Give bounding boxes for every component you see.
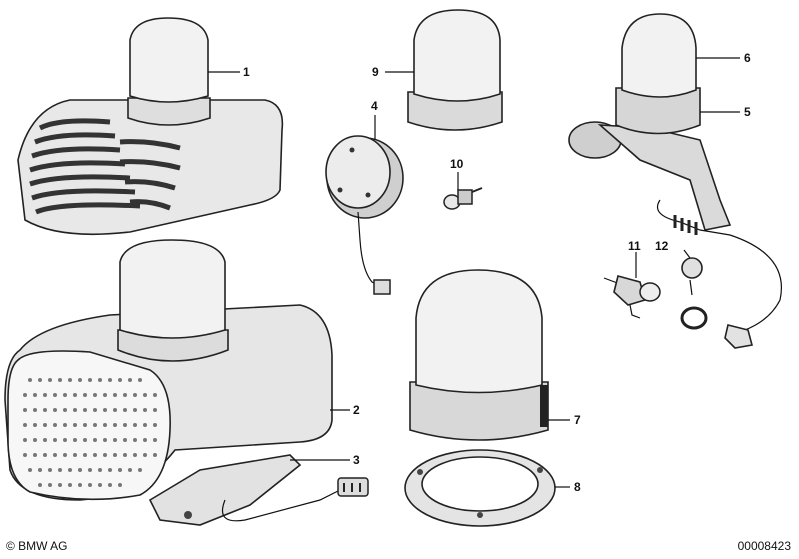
- part-8-mounting-ring: [404, 449, 556, 527]
- callout-7: 7: [574, 413, 581, 427]
- callout-3: 3: [353, 453, 360, 467]
- part-10-bulb: [443, 187, 483, 210]
- part-7-dome-beacon-with-base: [409, 269, 549, 441]
- callout-8: 8: [574, 480, 581, 494]
- part-12-cap: [680, 257, 708, 330]
- callout-4: 4: [371, 99, 378, 113]
- callout-12: 12: [655, 239, 669, 253]
- part-1-beacon-vented-housing: [17, 17, 284, 236]
- part-4-magnetic-base: [325, 135, 404, 295]
- grille-pattern: [23, 378, 157, 487]
- copyright-text: © BMW AG: [6, 539, 68, 553]
- callout-9: 9: [372, 65, 379, 79]
- part-11-socket: [603, 275, 661, 319]
- callout-1: 1: [243, 65, 250, 79]
- document-number: 00008423: [737, 539, 791, 553]
- part-5-6-clamp-beacon: [568, 13, 782, 349]
- callout-10: 10: [450, 157, 464, 171]
- part-9-dome-beacon: [407, 9, 503, 131]
- leader-lines: [208, 57, 740, 488]
- part-2-beacon-large-housing: [4, 239, 333, 501]
- callout-2: 2: [353, 403, 360, 417]
- callout-11: 11: [628, 239, 641, 253]
- callout-6: 6: [744, 51, 751, 65]
- part-3-mounting-plate: [148, 454, 369, 526]
- callout-5: 5: [744, 105, 751, 119]
